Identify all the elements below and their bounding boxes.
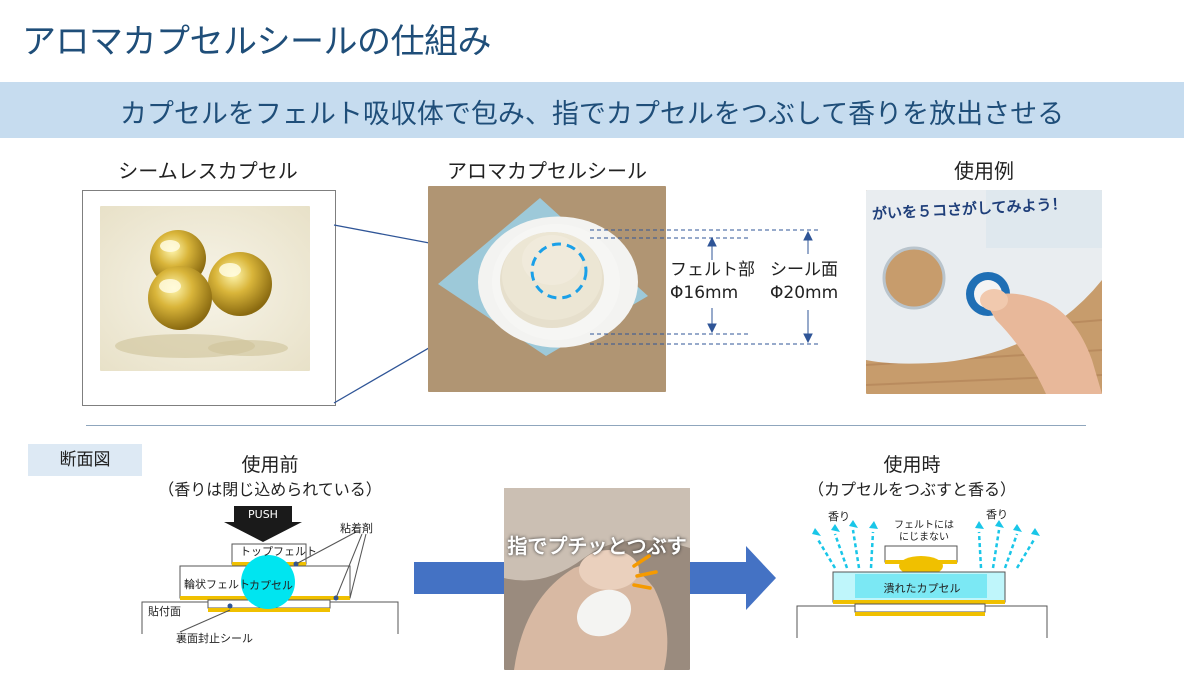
before-subtitle: （香りは閉じ込められている） bbox=[158, 480, 382, 499]
back-seal-label: 裏面封止シール bbox=[176, 632, 253, 645]
left-arrow bbox=[414, 562, 504, 594]
felt-note-line1: フェルトには bbox=[894, 520, 954, 531]
aroma-seal-label: アロマカプセルシール bbox=[447, 159, 647, 183]
scent-left-label: 香り bbox=[828, 510, 850, 523]
top-felt-label: トップフェルト bbox=[240, 545, 317, 558]
before-cross-section bbox=[141, 506, 399, 634]
felt-dim-line1: フェルト部 bbox=[670, 260, 755, 280]
ring-felt-label: 輪状フェルト bbox=[184, 578, 250, 591]
section-divider bbox=[86, 425, 1086, 426]
adhesive-label: 粘着剤 bbox=[340, 522, 373, 535]
capsule-photo bbox=[100, 206, 310, 371]
capsule-label: カプセル bbox=[249, 579, 293, 592]
seamless-capsule-label: シームレスカプセル bbox=[118, 159, 298, 183]
surface-label: 貼付面 bbox=[148, 605, 181, 618]
crushed-capsule-label: 潰れたカプセル bbox=[883, 582, 961, 595]
usage-example-photo bbox=[866, 190, 1102, 394]
felt-dim-line2: Φ16mm bbox=[670, 283, 739, 303]
after-title: 使用時 bbox=[883, 454, 941, 476]
right-arrow bbox=[690, 546, 776, 610]
seal-dimension: シール面 Φ20mm bbox=[770, 259, 838, 305]
page-title: アロマカプセルシールの仕組み bbox=[22, 22, 492, 62]
press-caption: 指でプチッとつぶす bbox=[507, 534, 687, 558]
usage-example-label: 使用例 bbox=[954, 159, 1014, 183]
after-subtitle: （カプセルをつぶすと香る） bbox=[807, 480, 1016, 499]
seal-dim-line2: Φ20mm bbox=[770, 283, 839, 303]
felt-note-line2: にじまない bbox=[899, 532, 949, 543]
after-cross-section bbox=[796, 520, 1048, 638]
before-title: 使用前 bbox=[241, 454, 299, 476]
push-label: PUSH bbox=[248, 508, 278, 521]
aroma-seal-photo bbox=[428, 186, 666, 392]
scent-right-label: 香り bbox=[986, 508, 1008, 521]
seal-dim-line1: シール面 bbox=[770, 260, 838, 280]
felt-dimension: フェルト部 Φ16mm bbox=[670, 259, 755, 305]
finger-press-photo bbox=[504, 488, 690, 670]
dimension-lines bbox=[590, 229, 820, 345]
subtitle-banner bbox=[0, 82, 1184, 138]
felt-note: フェルトには にじまない bbox=[884, 520, 964, 544]
section-tag-cross-section: 断面図 bbox=[28, 444, 142, 476]
banner-text: カプセルをフェルト吸収体で包み、指でカプセルをつぶして香りを放出させる bbox=[119, 99, 1065, 130]
